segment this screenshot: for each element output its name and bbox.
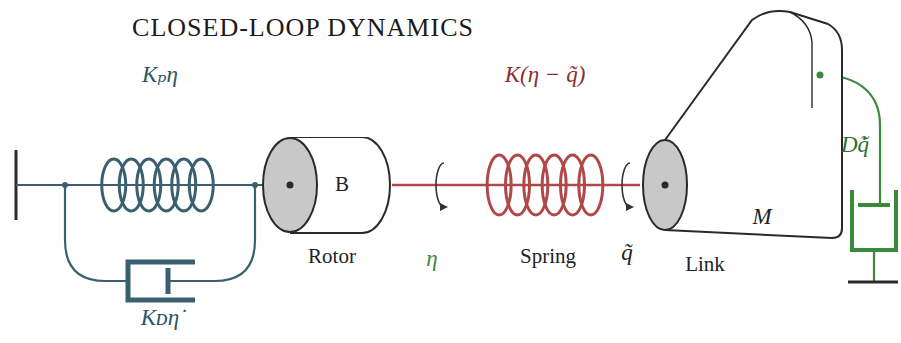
joint-spring-symbol <box>487 155 603 215</box>
link-angle-label: q̃ <box>621 240 633 265</box>
damper-piston <box>858 203 890 207</box>
damper-force-label: Kᴅη̇ <box>141 305 179 330</box>
damper-wire <box>65 185 128 281</box>
damper-wire <box>168 185 255 281</box>
part-name: Link <box>685 253 725 276</box>
spring-force-label: Kₚη <box>142 62 178 87</box>
rotor-angle-label: η <box>426 246 437 271</box>
ground-line <box>848 281 898 284</box>
rotor-shaft <box>16 184 262 186</box>
rotor-cylinder: B Rotor <box>262 137 392 282</box>
rotation-arrow <box>622 163 630 207</box>
coil-turn <box>579 155 603 215</box>
link-damping-label: Dq̃̇ <box>841 132 869 157</box>
rotation-arrow <box>436 163 444 207</box>
kp-spring-symbol <box>102 159 214 211</box>
coil-turn <box>189 159 213 211</box>
node-outline <box>640 8 850 283</box>
link-body: M Link <box>640 8 850 283</box>
joint-torque-label: K(η − q̃) <box>505 62 586 87</box>
link-inertia-symbol: M <box>752 204 771 229</box>
damper-wire <box>873 250 875 282</box>
link-damper-symbol <box>852 190 896 250</box>
rotor-inertia-symbol: B <box>335 173 349 196</box>
diagram-title: CLOSED-LOOP DYNAMICS <box>132 14 474 43</box>
part-name: Rotor <box>308 245 356 268</box>
part-name: Spring <box>520 245 576 268</box>
